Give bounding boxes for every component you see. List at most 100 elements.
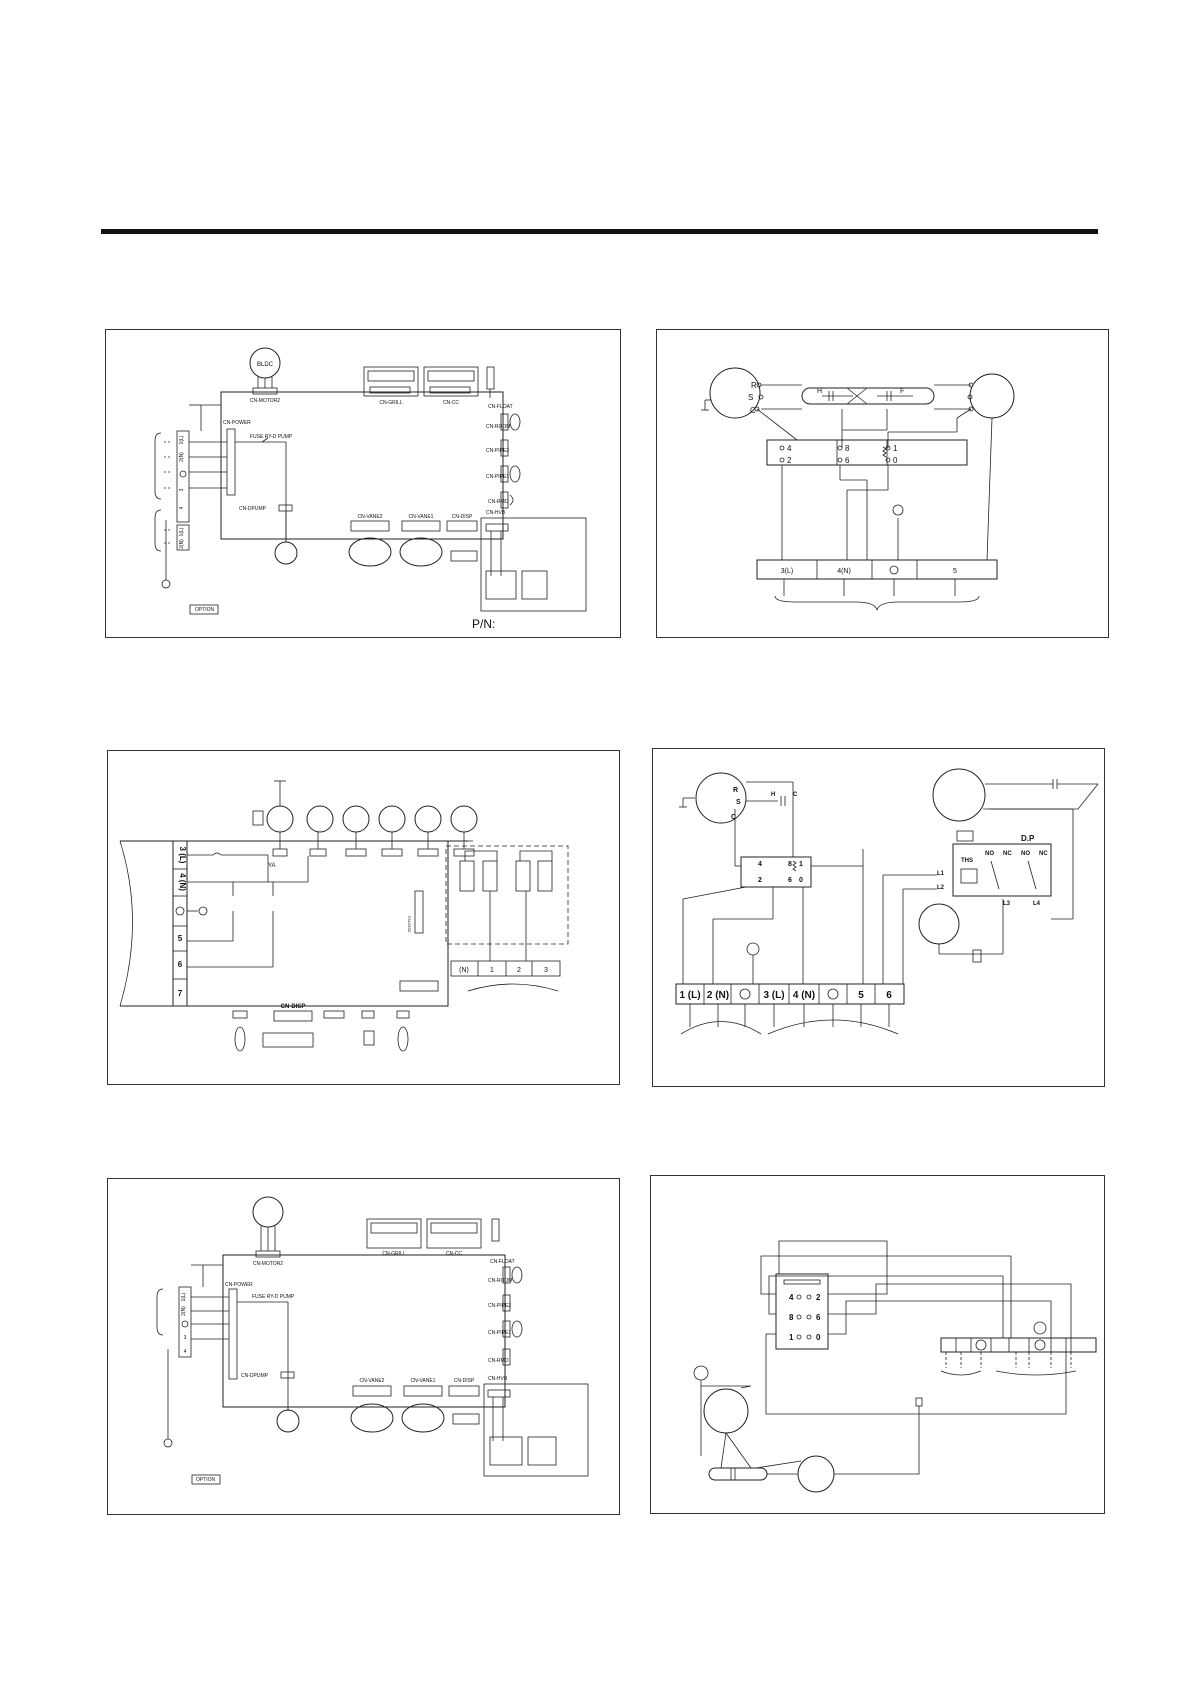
term-a-4: 4	[179, 506, 185, 509]
part-number-label: P/N:	[472, 617, 496, 631]
fan-motor-circle-f	[797, 1455, 835, 1493]
e-term-4: 4	[184, 1349, 187, 1355]
pcb-wiring-diagram-e: CN-MOTOR2 CN-GRILL CN-CC CN-FLOAT CN-ROO…	[156, 1196, 589, 1485]
e-rmo-label: CN-RMO	[488, 1358, 509, 1364]
compressor-circle-f	[703, 1388, 749, 1434]
compressor-circle-d	[695, 772, 747, 824]
d-l1: L1	[937, 871, 945, 877]
term-a-3: 3	[179, 488, 185, 491]
term-a-2: 2(N)	[179, 452, 185, 462]
term-a2-2: 2(N)	[179, 539, 185, 549]
d-term-7: 5	[858, 990, 864, 1001]
terminal-block-e	[178, 1286, 192, 1358]
d-cap-h: H	[771, 792, 775, 798]
disp-connector-c	[399, 980, 439, 992]
option-label: OPTION	[195, 607, 215, 613]
ground-terminal	[161, 579, 171, 589]
f-relay-4: 4	[789, 1293, 794, 1302]
pcb-wiring-diagram-a: BLDC CN-MOTOR2 CN-GRILL CN-CC CN-FLOAT C…	[154, 347, 587, 615]
term-c-2: 4 (N)	[178, 873, 187, 891]
grill-connector	[363, 366, 419, 397]
e-dpump-label: CN-DPUMP	[241, 1373, 269, 1379]
disp-side-connector	[414, 890, 424, 934]
vane2-label: CN-VANE2	[358, 514, 383, 520]
terminal-strip-d	[675, 983, 905, 1005]
term-c-6: 7	[178, 989, 183, 998]
pipe2-label: CN-PIPE2	[486, 448, 509, 454]
room-label: CN-ROOM	[486, 424, 510, 430]
relay-block-f	[775, 1273, 829, 1350]
header-rule	[101, 229, 1098, 234]
motor-row	[266, 805, 478, 833]
capacitor	[801, 387, 935, 405]
f-relay-6: 6	[816, 1313, 821, 1322]
hvb-box	[480, 517, 587, 612]
ground-symbol-b	[892, 504, 904, 516]
d-nc2: NC	[1039, 851, 1048, 857]
d-r-label: R	[733, 787, 738, 794]
s-label: S	[748, 393, 753, 402]
pcb-outline-e	[222, 1254, 506, 1408]
e-term-3: 3	[184, 1335, 187, 1341]
compressor-circle	[709, 367, 761, 419]
terminal-block-a	[176, 430, 190, 523]
disp-side-label: CN-DISC	[407, 916, 412, 933]
d-l2: L2	[937, 885, 945, 891]
relay-block	[766, 439, 968, 466]
diagram-panel-a: BLDC CN-MOTOR2 CN-GRILL CN-CC CN-FLOAT C…	[105, 329, 621, 638]
ths-label: THS	[961, 858, 973, 864]
term-a2-1: 1(L)	[179, 527, 185, 536]
diagram-panel-c: 3 (L) 4 (N) 5 6 7 YA CN-DISC CN-DISP (N)…	[107, 750, 620, 1085]
wiring-diagram-f: 4 2 8 6 1 0	[693, 1240, 1097, 1493]
e-term-2: 2(N)	[181, 1306, 187, 1316]
f-relay-8: 8	[789, 1313, 794, 1322]
e-vane2-label: CN-VANE2	[360, 1378, 385, 1384]
f-relay-1: 1	[789, 1333, 794, 1342]
e-grill-label: CN-GRILL	[382, 1251, 406, 1257]
c-label: C	[750, 406, 756, 415]
term-c-4: 5	[178, 934, 183, 943]
relay-mid-2: 6	[845, 456, 850, 465]
fan-motor-circle	[969, 373, 1015, 419]
relay-mid-1: 8	[845, 444, 850, 453]
terminal-strip-c	[172, 840, 188, 1007]
relay-left-2: 2	[787, 456, 792, 465]
capacitor-f	[708, 1467, 768, 1481]
d-term-1: 1 (L)	[679, 990, 700, 1001]
diagram-panel-f: 4 2 8 6 1 0	[650, 1175, 1105, 1514]
motor-connector	[252, 387, 278, 395]
e-disp-label: CN-DISP	[454, 1378, 475, 1384]
terminal-strip-f	[940, 1337, 1097, 1353]
term-c2-4: 3	[544, 967, 548, 974]
pcb-wiring-diagram-c: 3 (L) 4 (N) 5 6 7 YA CN-DISC CN-DISP (N)…	[119, 780, 569, 1052]
disp-label: CN-DISP	[452, 514, 473, 520]
d-cap-c: C	[793, 792, 798, 798]
motor-conn-label: CN-MOTOR2	[250, 398, 280, 404]
term-b-1: 3(L)	[781, 568, 793, 575]
disp-label-c: CN-DISP	[281, 1004, 306, 1010]
disp-connector	[446, 520, 478, 532]
pipe1-label: CN-PIPE1	[486, 474, 509, 480]
d-no1: NO	[985, 851, 994, 857]
e-room-label: CN-ROOM	[488, 1278, 512, 1284]
fan-motor-circle-d	[932, 768, 986, 822]
term-c-5: 6	[178, 960, 183, 969]
diagram-panel-b: R S C H F 4 2 8 6 1 0 3(L) 4(N) 5	[656, 329, 1109, 638]
diagram-panel-d: R S C H C 4 8 2 6 1 0 D.P THS NO NC NO N…	[652, 748, 1105, 1087]
e-term-1: 1(L)	[181, 1292, 187, 1301]
d-term-2: 2 (N)	[707, 990, 729, 1001]
power-connector	[226, 428, 236, 496]
term-c-1: 3 (L)	[178, 847, 187, 864]
vane2-connector	[350, 520, 390, 532]
terminal-labels-a: 1(L) 2(N) 3 4	[179, 435, 187, 509]
term-b-2: 4(N)	[837, 568, 851, 575]
relay-right-2: 0	[893, 456, 898, 465]
wiring-diagram-b: R S C H F 4 2 8 6 1 0 3(L) 4(N) 5	[701, 367, 1015, 611]
e-vane1-label: CN-VANE1	[411, 1378, 436, 1384]
e-pipe1-label: CN-PIPE1	[488, 1330, 511, 1336]
relay-mark-c: YA	[268, 863, 276, 869]
e-pipe2-label: CN-PIPE2	[488, 1303, 511, 1309]
hvb-label: CN-HVB	[486, 510, 506, 516]
d-relay-2: 2	[758, 877, 762, 884]
d-relay-0: 0	[799, 877, 803, 884]
